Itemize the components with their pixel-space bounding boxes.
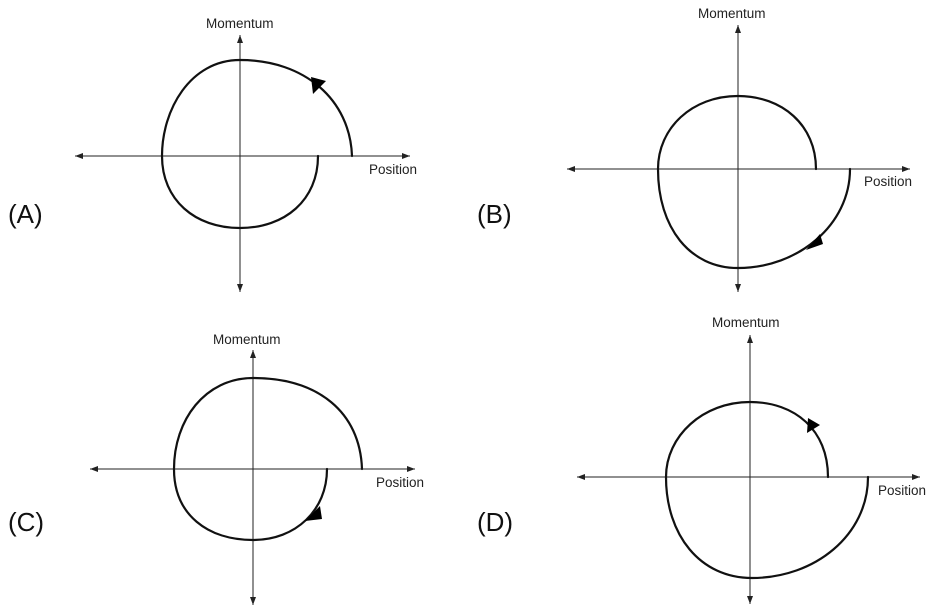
panel-label-a: (A) — [8, 199, 43, 229]
position-axis-right-tip-b — [902, 166, 910, 172]
momentum-axis-bottom-tip-a — [237, 284, 243, 292]
position-axis-label-d: Position — [878, 483, 926, 498]
direction-arrow-d — [807, 418, 820, 433]
trajectory-a — [160, 58, 354, 230]
position-axis-label-a: Position — [369, 162, 417, 177]
panel-b: (B) Momentum Position — [477, 6, 912, 292]
position-axis-left-tip-b — [567, 166, 575, 172]
panel-label-d: (D) — [477, 507, 513, 537]
panel-label-c: (C) — [8, 507, 44, 537]
panel-label-b: (B) — [477, 199, 512, 229]
direction-arrow-c — [305, 506, 322, 521]
position-axis-right-tip-a — [402, 153, 410, 159]
trajectory-b — [656, 94, 852, 270]
momentum-axis-top-tip-a — [237, 35, 243, 43]
momentum-axis-bottom-tip-b — [735, 284, 741, 292]
momentum-axis-bottom-tip-d — [747, 596, 753, 604]
position-axis-label-c: Position — [376, 475, 424, 490]
momentum-axis-top-tip-b — [735, 25, 741, 33]
momentum-axis-label-d: Momentum — [712, 315, 780, 330]
position-axis-right-tip-d — [912, 474, 920, 480]
panel-a: (A) Momentum Position — [8, 16, 417, 292]
trajectory-d — [664, 400, 870, 580]
momentum-axis-label-c: Momentum — [213, 332, 281, 347]
position-axis-left-tip-a — [75, 153, 83, 159]
position-axis-label-b: Position — [864, 174, 912, 189]
panel-c: (C) Momentum Position — [8, 332, 424, 605]
momentum-axis-top-tip-d — [747, 335, 753, 343]
momentum-axis-bottom-tip-c — [250, 597, 256, 605]
position-axis-left-tip-d — [577, 474, 585, 480]
panel-d: (D) Momentum Position — [477, 315, 926, 604]
direction-arrow-b — [806, 234, 823, 250]
direction-arrow-a — [311, 77, 326, 94]
position-axis-left-tip-c — [90, 466, 98, 472]
trajectory-c — [172, 376, 364, 542]
momentum-axis-label-a: Momentum — [206, 16, 274, 31]
momentum-axis-top-tip-c — [250, 350, 256, 358]
position-axis-right-tip-c — [407, 466, 415, 472]
momentum-axis-label-b: Momentum — [698, 6, 766, 21]
